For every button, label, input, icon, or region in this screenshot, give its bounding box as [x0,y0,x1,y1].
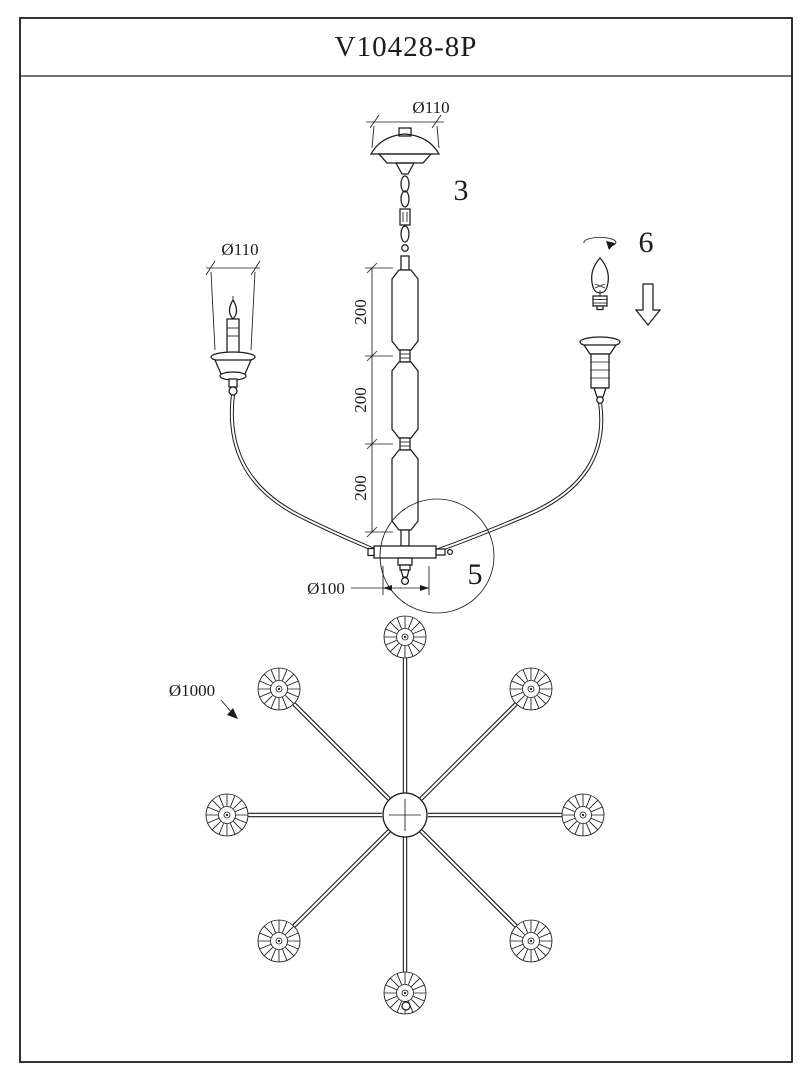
plan-candle-upper-right [509,667,553,711]
candle-bulb [591,257,609,294]
plan-candle-left [205,793,249,837]
callout-bulb-install: 6 [639,226,654,259]
detail-circle [379,498,495,614]
dim-candle-cup: Ø110 [205,240,261,351]
dim-segment-1-label: 200 [351,299,370,325]
plan-candle-bottom-nub [401,1001,411,1011]
bulb-install-detail [583,236,662,327]
dim-body-label: Ø100 [307,579,345,598]
elevation-arms [229,393,604,554]
callout-center-body: 5 [468,558,483,591]
callout-canopy-chain: 3 [454,174,469,207]
dim-candle-label: Ø110 [221,240,258,259]
dim-canopy: Ø110 [366,98,450,149]
elevation-view: Ø110 3 [205,98,662,614]
plan-arms [248,658,562,972]
plan-candle-upper-left [257,667,301,711]
rotation-arrow-icon [583,236,617,247]
ceiling-canopy [369,127,441,175]
plan-candle-top [383,615,427,659]
plan-view: Ø1000 [169,615,605,1015]
dim-plan-label: Ø1000 [169,681,215,700]
plan-center-hub [382,792,428,838]
plan-candle-right [561,793,605,837]
left-candle [210,296,256,396]
plan-candle-lower-right [509,919,553,963]
dim-plan: Ø1000 [169,681,238,719]
sheet-border [19,17,793,1063]
insert-down-arrow-icon [634,283,662,327]
dim-column-segments: 200 200 200 [351,262,393,538]
central-column [391,255,419,547]
dim-segment-2-label: 200 [351,387,370,413]
dim-segment-3-label: 200 [351,475,370,501]
dim-canopy-label: Ø110 [412,98,449,117]
plan-candle-lower-left [257,919,301,963]
center-body [367,545,454,586]
chain [399,175,411,252]
dim-body: Ø100 [307,566,430,598]
right-socket [579,336,621,404]
drawing-title: V10428-8P [335,31,478,63]
